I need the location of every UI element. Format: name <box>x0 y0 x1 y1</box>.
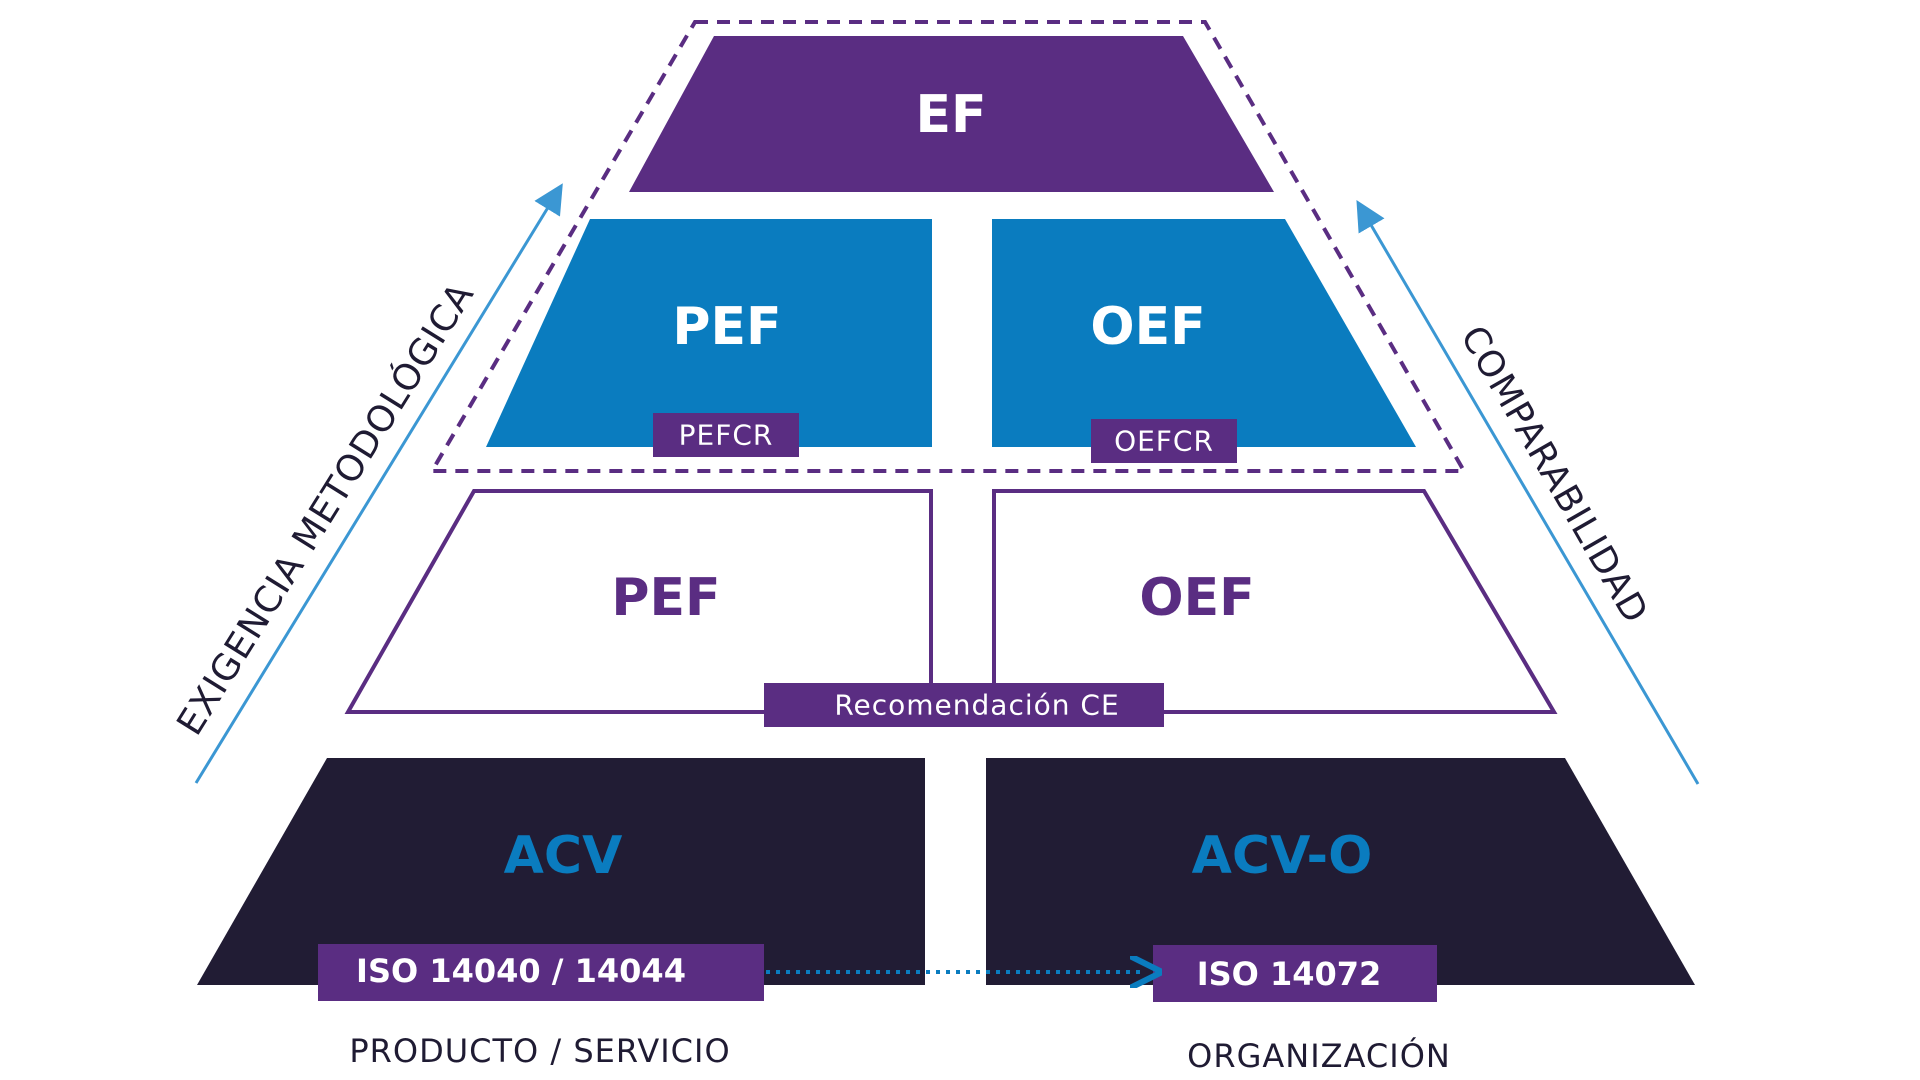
organizacion-label: ORGANIZACIÓN <box>1187 1036 1451 1075</box>
iso-14072-badge <box>1153 945 1437 1002</box>
oefcr-badge <box>1091 419 1237 463</box>
pef-footprint-shape <box>486 219 932 447</box>
ef-scope-dashed-outline <box>428 20 1468 473</box>
producto-servicio-label: PRODUCTO / SERVICIO <box>349 1032 730 1070</box>
pef-footprint-label: PEF <box>672 297 781 357</box>
recomendacion-ce-badge <box>764 683 1164 727</box>
iso-14040-14044-badge-label: ISO 14040 / 14044 <box>356 952 686 990</box>
acv-o-level-shape <box>986 758 1695 985</box>
pefcr-badge <box>653 413 799 457</box>
left-side-arrow <box>194 183 563 784</box>
acv-level-shape <box>197 758 925 985</box>
acv-level-label: ACV <box>504 826 623 886</box>
oefcr-badge-label: OEFCR <box>1114 425 1214 458</box>
comparabilidad-label: COMPARABILIDAD <box>1452 319 1656 631</box>
oef-recommendation-shape <box>992 489 1558 714</box>
ef-level-shape <box>629 36 1274 192</box>
pef-recommendation-label: PEF <box>611 568 720 628</box>
oef-footprint-shape <box>992 219 1416 447</box>
acv-o-level-label: ACV-O <box>1192 826 1373 886</box>
iso-14072-badge-label: ISO 14072 <box>1197 955 1382 993</box>
iso-14040-14044-badge <box>318 944 764 1001</box>
pefcr-badge-label: PEFCR <box>679 419 774 452</box>
oef-recommendation-label: OEF <box>1139 568 1254 628</box>
oef-footprint-label: OEF <box>1090 297 1205 357</box>
ef-level-label: EF <box>915 85 986 145</box>
right-side-arrow <box>1356 200 1700 785</box>
recomendacion-ce-badge-label: Recomendación CE <box>834 689 1119 722</box>
